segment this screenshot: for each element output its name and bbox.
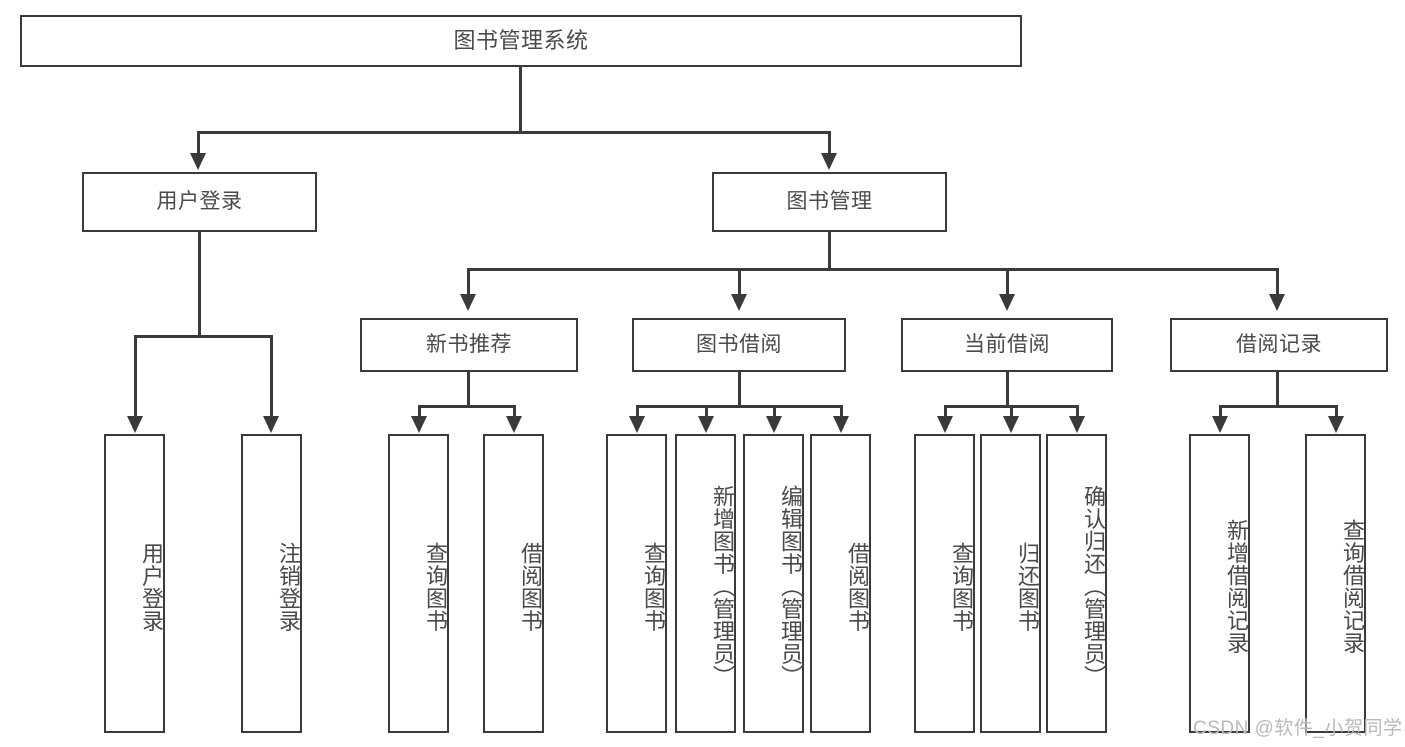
node-label: 借阅图书 (518, 541, 543, 632)
arrowhead-cb-query-book (937, 416, 953, 433)
connector-bb-b4 (840, 405, 843, 418)
arrowhead-bb-add-book (698, 416, 714, 433)
node-label: 编辑图书（管理员） (778, 485, 803, 688)
leaf-user-login[interactable]: 用户登录 (104, 434, 165, 733)
leaf-nb-query-book[interactable]: 查询图书 (388, 434, 449, 733)
arrowhead-cb-confirm-return (1069, 416, 1085, 433)
connector-nb-b2 (513, 405, 516, 418)
arrowhead-leaf-logout (263, 416, 279, 433)
arrowhead-bb-borrow-book (833, 416, 849, 433)
node-label: 用户登录 (139, 541, 164, 632)
node-label: 新书推荐 (426, 333, 512, 357)
node-borrow-record[interactable]: 借阅记录 (1170, 318, 1388, 372)
leaf-cb-confirm-return[interactable]: 确认归还（管理员） (1046, 434, 1107, 733)
connector-bb-b1 (636, 405, 639, 418)
node-label: 注销登录 (276, 541, 301, 632)
arrowhead-book-management (821, 153, 837, 170)
leaf-bb-edit-book[interactable]: 编辑图书（管理员） (743, 434, 804, 733)
connector-root-to-book-management (828, 131, 831, 155)
connector-user-login-stem (198, 232, 201, 335)
node-label: 图书管理系统 (453, 27, 589, 53)
connector-user-login-bus (134, 335, 273, 338)
connector-bb-b2 (705, 405, 708, 418)
connector-root-bus (197, 131, 831, 134)
connector-bm-to-borrow-record (1276, 268, 1279, 296)
node-label: 新增图书（管理员） (710, 485, 735, 688)
connector-new-book-bus (418, 405, 516, 408)
connector-book-borrow-stem (738, 372, 741, 405)
node-label: 查询图书 (641, 541, 666, 632)
connector-new-book-stem (467, 372, 470, 405)
leaf-br-query-record[interactable]: 查询借阅记录 (1305, 434, 1366, 733)
connector-bb-b3 (773, 405, 776, 418)
connector-book-management-stem (828, 232, 831, 268)
node-label: 确认归还（管理员） (1081, 485, 1106, 688)
node-label: 图书管理 (786, 190, 873, 214)
leaf-br-add-record[interactable]: 新增借阅记录 (1189, 434, 1250, 733)
connector-current-borrow-stem (1006, 372, 1009, 405)
node-book-borrow[interactable]: 图书借阅 (632, 318, 846, 372)
arrowhead-book-borrow (731, 294, 747, 311)
node-label: 图书借阅 (696, 333, 782, 357)
connector-book-management-bus (467, 268, 1279, 271)
connector-user-login-b2 (270, 335, 273, 418)
arrowhead-br-add-record (1212, 416, 1228, 433)
connector-bm-to-book-borrow (738, 268, 741, 296)
connector-bm-to-current-borrow (1006, 268, 1009, 296)
node-current-borrow[interactable]: 当前借阅 (901, 318, 1113, 372)
node-label: 查询图书 (423, 541, 448, 632)
node-label: 借阅图书 (845, 541, 870, 632)
connector-nb-b1 (418, 405, 421, 418)
node-label: 用户登录 (156, 190, 243, 214)
arrowhead-borrow-record (1269, 294, 1285, 311)
leaf-bb-query-book[interactable]: 查询图书 (606, 434, 667, 733)
connector-borrow-record-stem (1276, 372, 1279, 405)
node-label: 当前借阅 (964, 333, 1050, 357)
connector-cb-b3 (1076, 405, 1079, 418)
arrowhead-bb-query-book (629, 416, 645, 433)
arrowhead-bb-edit-book (766, 416, 782, 433)
connector-br-b2 (1335, 405, 1338, 418)
leaf-bb-add-book[interactable]: 新增图书（管理员） (675, 434, 736, 733)
connector-user-login-b1 (134, 335, 137, 418)
arrowhead-new-book-recommend (460, 294, 476, 311)
csdn-watermark: CSDN @软件_小贺同学 (1193, 718, 1403, 739)
arrowhead-nb-query-book (411, 416, 427, 433)
arrowhead-leaf-user-login (127, 416, 143, 433)
leaf-logout[interactable]: 注销登录 (241, 434, 302, 733)
connector-cb-b2 (1010, 405, 1013, 418)
arrowhead-cb-return-book (1003, 416, 1019, 433)
connector-root-stem (519, 67, 522, 131)
connector-root-to-user-login (197, 131, 200, 155)
arrowhead-user-login (190, 153, 206, 170)
arrowhead-nb-borrow-book (506, 416, 522, 433)
node-book-management[interactable]: 图书管理 (712, 172, 947, 232)
connector-cb-b1 (944, 405, 947, 418)
connector-borrow-record-bus (1219, 405, 1338, 408)
node-user-login[interactable]: 用户登录 (82, 172, 317, 232)
node-new-book-recommend[interactable]: 新书推荐 (360, 318, 578, 372)
node-label: 新增借阅记录 (1224, 519, 1249, 654)
connector-br-b1 (1219, 405, 1222, 418)
node-label: 归还图书 (1015, 541, 1040, 632)
node-label: 借阅记录 (1236, 333, 1322, 357)
leaf-cb-query-book[interactable]: 查询图书 (914, 434, 975, 733)
arrowhead-current-borrow (999, 294, 1015, 311)
node-root-book-management-system[interactable]: 图书管理系统 (20, 15, 1022, 67)
connector-book-borrow-bus (636, 405, 842, 408)
leaf-bb-borrow-book[interactable]: 借阅图书 (810, 434, 871, 733)
leaf-cb-return-book[interactable]: 归还图书 (980, 434, 1041, 733)
arrowhead-br-query-record (1328, 416, 1344, 433)
node-label: 查询借阅记录 (1340, 519, 1365, 654)
leaf-nb-borrow-book[interactable]: 借阅图书 (483, 434, 544, 733)
node-label: 查询图书 (949, 541, 974, 632)
connector-bm-to-new-book (467, 268, 470, 296)
